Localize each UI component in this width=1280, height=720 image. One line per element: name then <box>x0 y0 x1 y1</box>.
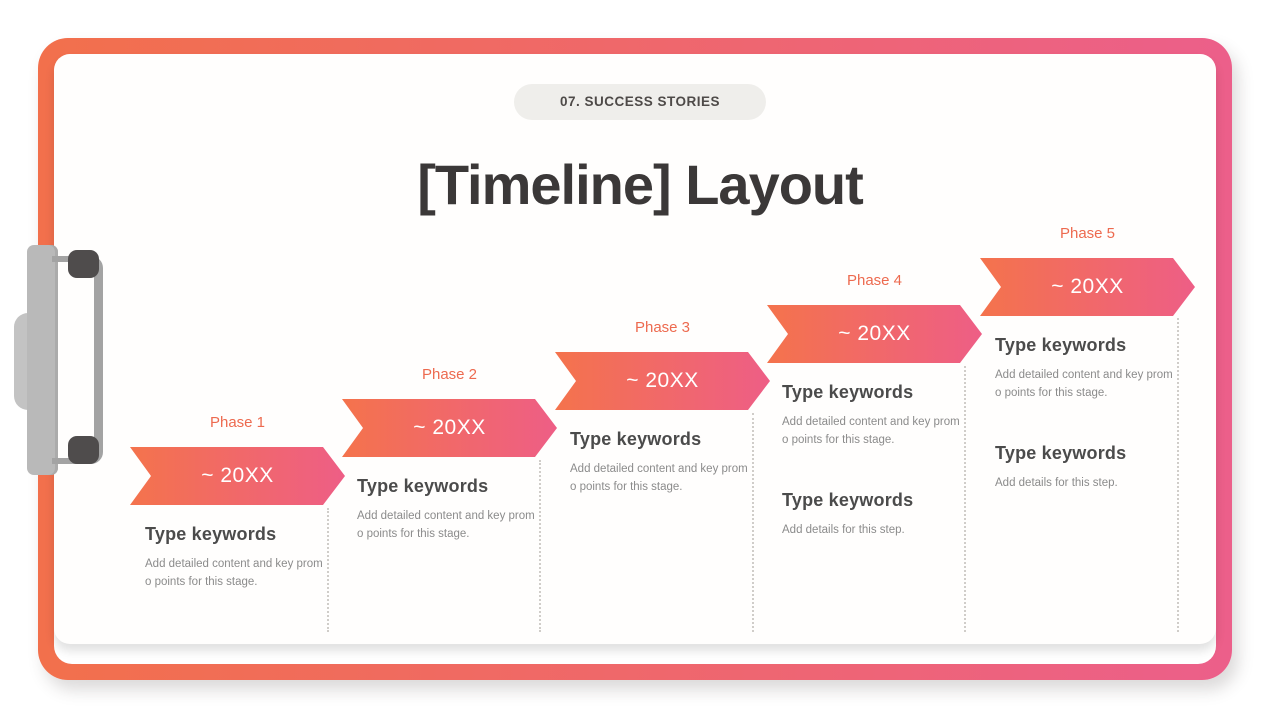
clip-hinge-bottom <box>68 436 99 464</box>
phase-year: ~ 20XX <box>838 322 911 345</box>
phase-year: ~ 20XX <box>201 464 274 487</box>
phase-label: Phase 5 <box>1059 225 1116 242</box>
phase-arrow-banner: ~ 20XX <box>555 352 770 410</box>
phase-description: Add detailed content and key prom o poin… <box>995 369 1173 399</box>
phase-description: Add detailed content and key prom o poin… <box>570 463 748 493</box>
phase-text: Type keywords Add detailed content and k… <box>570 429 762 497</box>
phase-year: ~ 20XX <box>626 369 699 392</box>
phase-heading: Type keywords <box>570 429 702 449</box>
section-badge: 07. SUCCESS STORIES <box>513 84 767 120</box>
divider-phase-2 <box>539 460 541 632</box>
phase-text: Type keywords Add detailed content and k… <box>995 335 1187 492</box>
phase-heading: Type keywords <box>357 476 489 496</box>
phase-arrow-banner: ~ 20XX <box>767 305 982 363</box>
phase-heading-2: Type keywords <box>782 489 914 510</box>
divider-phase-5 <box>1177 318 1179 632</box>
timeline-phase-3: Phase 3 ~ 20XX Type keywords Add detaile… <box>555 319 770 497</box>
phase-label: Phase 4 <box>846 272 903 289</box>
phase-heading: Type keywords <box>782 382 914 402</box>
phase-year: ~ 20XX <box>1051 275 1124 298</box>
phase-description: Add detailed content and key prom o poin… <box>357 510 535 540</box>
phase-arrow-banner: ~ 20XX <box>342 399 557 457</box>
phase-label: Phase 1 <box>209 414 266 431</box>
page-title: [Timeline] Layout <box>417 153 864 216</box>
divider-phase-3 <box>752 413 754 632</box>
phase-description-2: Add details for this step. <box>995 476 1118 489</box>
timeline-phase-1: Phase 1 ~ 20XX Type keywords Add detaile… <box>130 414 345 592</box>
clipboard-clip-icon <box>0 240 110 480</box>
phase-heading-2: Type keywords <box>995 442 1127 463</box>
clip-hinge-top <box>68 250 99 278</box>
timeline-phase-4: Phase 4 ~ 20XX Type keywords Add detaile… <box>767 272 982 539</box>
phase-description-2: Add details for this step. <box>782 523 905 536</box>
phase-arrow-banner: ~ 20XX <box>130 447 345 505</box>
phase-heading: Type keywords <box>145 524 277 544</box>
phase-label: Phase 2 <box>421 366 478 383</box>
timeline-phase-2: Phase 2 ~ 20XX Type keywords Add detaile… <box>342 366 557 544</box>
paper-sheet <box>54 54 1216 644</box>
phase-text: Type keywords Add detailed content and k… <box>145 524 337 592</box>
phase-label: Phase 3 <box>634 319 691 336</box>
phase-heading: Type keywords <box>995 335 1127 355</box>
phase-description: Add detailed content and key prom o poin… <box>782 416 960 446</box>
clip-body <box>27 245 58 475</box>
clip-handle <box>52 256 103 464</box>
divider-phase-4 <box>964 366 966 632</box>
phase-description: Add detailed content and key prom o poin… <box>145 558 323 588</box>
phase-text: Type keywords Add detailed content and k… <box>357 476 549 544</box>
phase-year: ~ 20XX <box>413 416 486 439</box>
divider-phase-1 <box>327 508 329 632</box>
phase-arrow-banner: ~ 20XX <box>980 258 1195 316</box>
phase-text: Type keywords Add detailed content and k… <box>782 382 974 539</box>
timeline-phase-5: Phase 5 ~ 20XX Type keywords Add detaile… <box>980 225 1195 492</box>
